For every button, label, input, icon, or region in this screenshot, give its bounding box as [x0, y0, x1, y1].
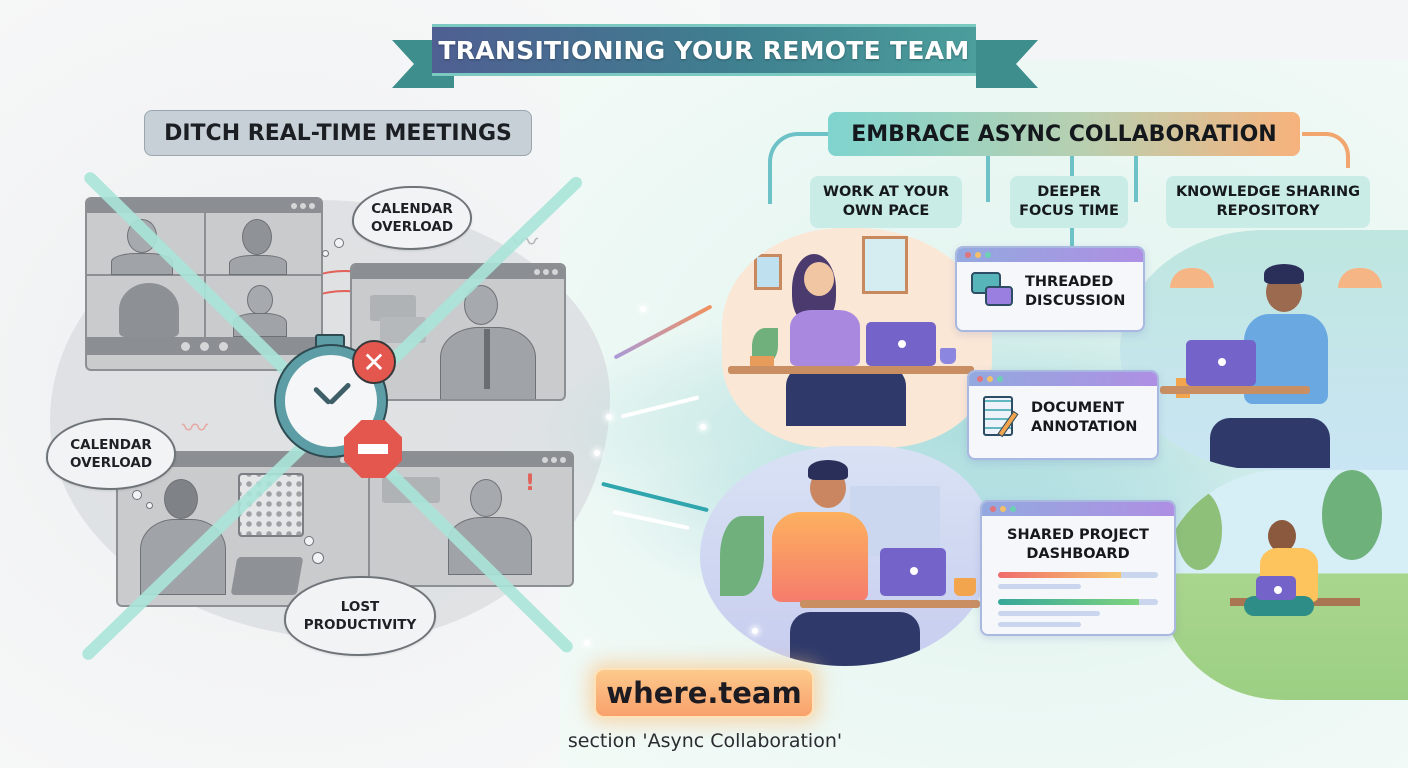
embrace-heading: EMBRACE ASYNC COLLABORATION — [828, 112, 1300, 156]
connector-arrow — [1302, 132, 1350, 168]
chat-bubble-icon — [370, 295, 416, 321]
stop-sign-icon — [344, 420, 402, 478]
call-controls — [87, 337, 321, 355]
laptop-icon — [880, 548, 946, 596]
title-banner: TRANSITIONING YOUR REMOTE TEAM — [432, 24, 976, 76]
participant-avatar — [470, 479, 502, 517]
laptop-icon — [1186, 340, 1256, 386]
sparkle — [752, 628, 758, 634]
woman-head — [804, 262, 834, 296]
alert-exclamation-icon: ! — [525, 471, 536, 496]
mug-icon — [940, 348, 956, 364]
tension-line — [300, 290, 390, 330]
man-legs — [790, 612, 920, 666]
card-titlebar — [969, 372, 1157, 386]
sparkle — [584, 640, 590, 646]
ditch-heading: DITCH REAL-TIME MEETINGS — [144, 110, 532, 156]
man-legs — [1210, 418, 1330, 468]
participant-avatar — [247, 285, 273, 315]
window-titlebar — [352, 265, 564, 279]
participant-avatar — [242, 219, 272, 255]
steam-icon: 〰 — [182, 414, 209, 444]
participant-silhouette — [119, 283, 179, 337]
sparkle — [640, 306, 646, 312]
thought-dot — [334, 238, 344, 248]
tree-icon — [1176, 490, 1222, 570]
x-badge-icon: ✕ — [352, 340, 396, 384]
necktie — [484, 329, 490, 389]
woman-shirt — [790, 310, 860, 366]
section-caption: section 'Async Collaboration' — [567, 730, 843, 752]
man-hair — [808, 460, 848, 480]
arrow-down — [1134, 156, 1138, 202]
page-title: TRANSITIONING YOUR REMOTE TEAM — [438, 35, 970, 65]
pendant-lamp — [1338, 268, 1382, 288]
scene-woman-at-desk — [722, 228, 992, 448]
thought-dot — [312, 552, 324, 564]
mic-icon — [180, 341, 190, 351]
window-titlebar — [87, 199, 321, 213]
ribbon-right-tail — [976, 40, 1038, 88]
thought-dot — [132, 490, 142, 500]
desk — [800, 600, 980, 608]
scene-man-at-cafe — [1120, 230, 1408, 470]
sparkle — [606, 414, 612, 420]
desk — [1160, 386, 1310, 394]
chat-bubbles-icon — [971, 272, 1015, 312]
sparkle — [594, 450, 600, 456]
plant-icon — [720, 516, 764, 596]
thought-dot — [146, 502, 153, 509]
thought-dot — [304, 536, 314, 546]
mug-icon — [954, 578, 976, 596]
progress-bars-icon — [982, 564, 1174, 627]
tension-line — [300, 270, 390, 310]
scene-man-orange-shirt — [700, 446, 990, 666]
participant-avatar — [164, 479, 198, 519]
participant-body — [229, 255, 287, 275]
hangup-icon — [199, 341, 209, 351]
picture-frame — [862, 236, 908, 294]
brand-badge[interactable]: where.team — [594, 668, 814, 718]
laptop-icon — [1256, 576, 1296, 600]
woman-legs — [786, 366, 906, 426]
laptop-icon — [230, 557, 304, 595]
sparkle — [700, 424, 706, 430]
picture-frame — [754, 254, 782, 290]
person-head — [1268, 520, 1296, 552]
card-titlebar — [957, 248, 1143, 262]
camera-icon — [218, 341, 228, 351]
laptop-icon — [866, 322, 936, 366]
arrow-down — [986, 156, 990, 202]
document-pencil-icon — [983, 396, 1019, 440]
desk — [728, 366, 974, 374]
video-window-gesturing-woman: ! — [368, 451, 574, 587]
man-hair — [1264, 264, 1304, 284]
window-titlebar — [370, 453, 572, 467]
thought-dot — [322, 250, 329, 257]
pendant-lamp — [1170, 268, 1214, 288]
connector-arrow — [768, 132, 828, 204]
arrow-down — [1070, 228, 1074, 246]
man-shirt — [772, 512, 868, 602]
card-titlebar — [982, 502, 1174, 516]
tree-icon — [1322, 470, 1382, 560]
person-legs — [1244, 596, 1314, 616]
